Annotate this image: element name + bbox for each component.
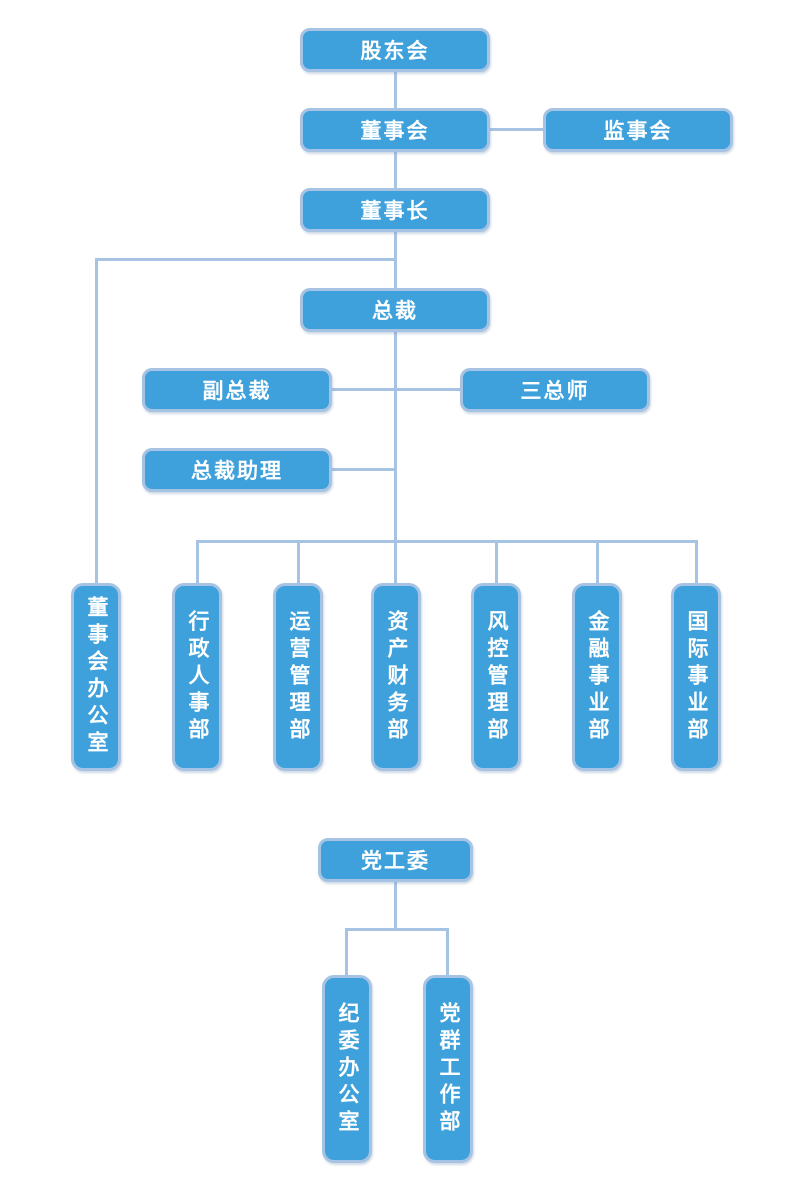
connector-party-bus xyxy=(345,928,449,931)
connector-departments-bus xyxy=(196,540,698,543)
connector-board-office-drop xyxy=(95,258,98,583)
node-president-assistant: 总裁助理 xyxy=(142,448,332,492)
node-dept-risk-control: 风控管理部 xyxy=(471,583,521,771)
connector-shareholders-board xyxy=(394,72,397,108)
connector-party-stem xyxy=(394,882,397,930)
connector-chairman-left-branch xyxy=(95,258,397,261)
node-president: 总裁 xyxy=(300,288,490,332)
node-board: 董事会 xyxy=(300,108,490,152)
node-dept-admin-hr: 行政人事部 xyxy=(172,583,222,771)
connector-party-dept1-drop xyxy=(345,928,348,975)
connector-dept5-drop xyxy=(495,540,498,583)
node-three-chiefs: 三总师 xyxy=(460,368,650,412)
connector-dept7-drop xyxy=(695,540,698,583)
connector-assistant xyxy=(330,468,395,471)
node-discipline-office: 纪委办公室 xyxy=(322,975,372,1163)
node-party-committee: 党工委 xyxy=(318,838,473,882)
connector-board-supervisory xyxy=(490,128,543,131)
node-chairman: 董事长 xyxy=(300,188,490,232)
connector-dept2-drop xyxy=(196,540,199,583)
node-dept-finance-biz: 金融事业部 xyxy=(572,583,622,771)
node-vice-president: 副总裁 xyxy=(142,368,332,412)
connector-party-dept2-drop xyxy=(446,928,449,975)
node-dept-international: 国际事业部 xyxy=(671,583,721,771)
node-dept-board-office: 董事会办公室 xyxy=(71,583,121,771)
connector-vp-threechiefs xyxy=(330,388,460,391)
node-party-mass-work: 党群工作部 xyxy=(423,975,473,1163)
node-supervisory: 监事会 xyxy=(543,108,733,152)
node-shareholders: 股东会 xyxy=(300,28,490,72)
node-dept-asset-finance: 资产财务部 xyxy=(371,583,421,771)
connector-president-trunk xyxy=(394,332,397,583)
node-dept-operations: 运营管理部 xyxy=(273,583,323,771)
connector-dept6-drop xyxy=(596,540,599,583)
connector-board-chairman xyxy=(394,152,397,188)
connector-dept3-drop xyxy=(297,540,300,583)
